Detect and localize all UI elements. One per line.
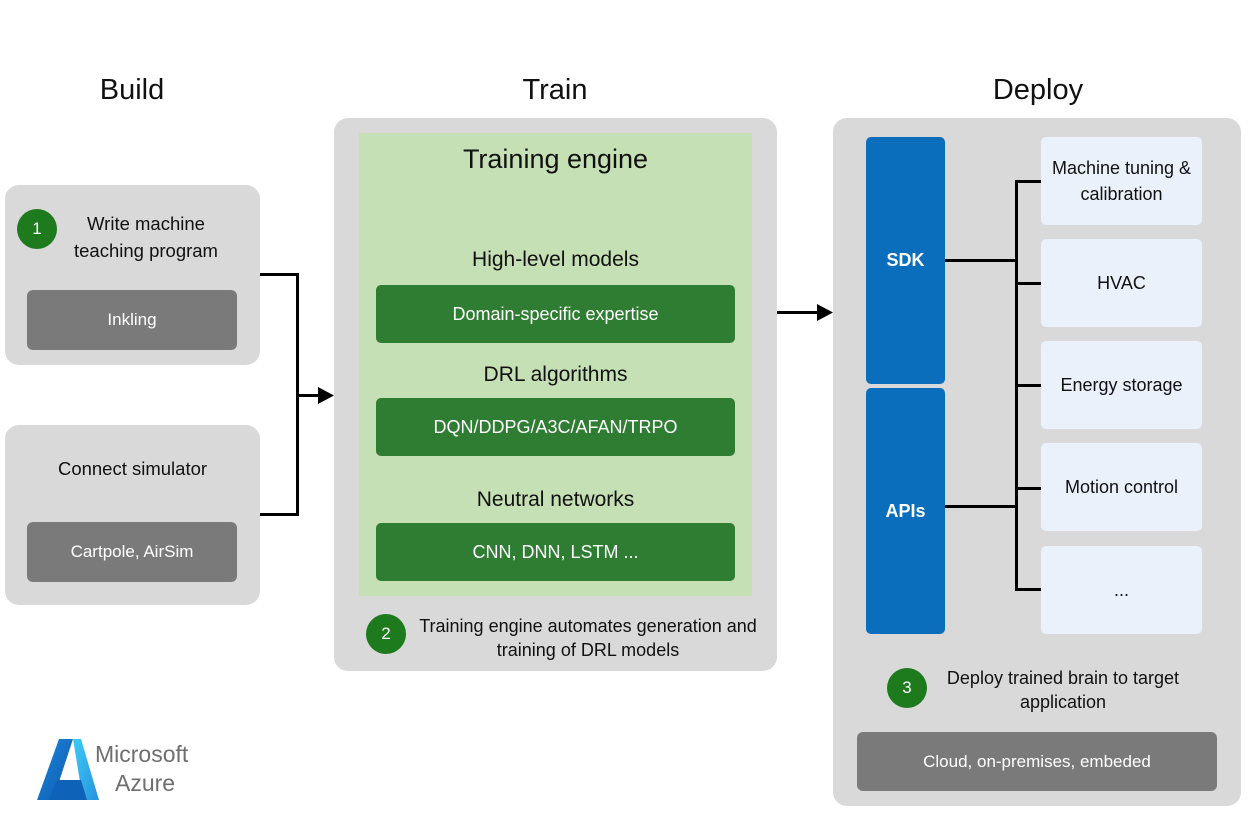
sdk-bar: SDK	[866, 137, 945, 384]
connector-line	[945, 505, 1017, 508]
write-program-panel: 1 Write machine teaching program Inkling	[5, 185, 260, 365]
target-hvac: HVAC	[1041, 239, 1202, 327]
high-level-models-label: High-level models	[472, 248, 639, 271]
connector-line	[260, 513, 299, 516]
arrow-right-icon	[318, 387, 334, 404]
connector-line	[1015, 384, 1041, 387]
connector-line	[1015, 588, 1041, 591]
target-machine-tuning: Machine tuning & calibration	[1041, 137, 1202, 225]
logo-microsoft-text: Microsoft	[95, 741, 189, 767]
azure-logo-icon	[37, 739, 99, 800]
connector-line	[1015, 180, 1041, 183]
connect-simulator-panel: Connect simulator Cartpole, AirSim	[5, 425, 260, 605]
connector-line	[296, 394, 320, 397]
target-energy-storage: Energy storage	[1041, 341, 1202, 429]
neural-networks-label: Neutral networks	[476, 488, 635, 511]
inkling-button[interactable]: Inkling	[27, 290, 237, 350]
target-motion-control: Motion control	[1041, 443, 1202, 531]
connect-simulator-label: Connect simulator	[57, 458, 208, 479]
training-engine-box	[359, 133, 752, 596]
drl-algorithms-label: DRL algorithms	[483, 363, 628, 386]
train-caption: Training engine automates generation and…	[419, 616, 757, 661]
step-3-badge: 3	[887, 668, 927, 708]
write-program-label: Write machine teaching program	[74, 213, 218, 261]
network-list-box: CNN, DNN, LSTM ...	[376, 523, 735, 581]
apis-bar: APIs	[866, 388, 945, 634]
deploy-caption: Deploy trained brain to target applicati…	[946, 668, 1180, 713]
domain-expertise-box: Domain-specific expertise	[376, 285, 735, 343]
step-1-badge: 1	[17, 209, 57, 249]
deploy-title: Deploy	[992, 74, 1084, 106]
connector-line	[945, 259, 1017, 262]
step-2-badge: 2	[366, 614, 406, 654]
simulators-button[interactable]: Cartpole, AirSim	[27, 522, 237, 582]
environments-button[interactable]: Cloud, on-premises, embeded	[857, 732, 1217, 791]
target-more: ...	[1041, 546, 1202, 634]
algorithm-list-box: DQN/DDPG/A3C/AFAN/TRPO	[376, 398, 735, 456]
connector-line	[1015, 487, 1041, 490]
train-title: Train	[522, 74, 588, 106]
logo-azure-text: Azure	[115, 770, 176, 796]
training-engine-title: Training engine	[462, 144, 649, 174]
build-title: Build	[99, 74, 165, 106]
connector-line	[260, 273, 299, 276]
connector-line	[1015, 282, 1041, 285]
arrow-right-icon	[817, 304, 833, 321]
connector-line	[777, 311, 819, 314]
